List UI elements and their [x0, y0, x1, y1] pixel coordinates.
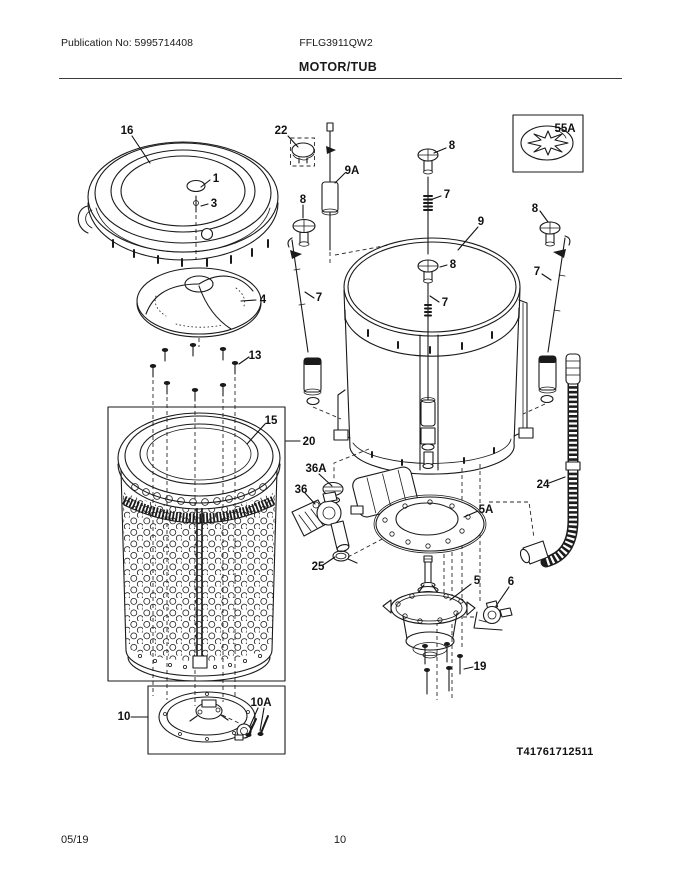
page-title: MOTOR/TUB — [298, 60, 378, 74]
pump-body-36 — [291, 491, 350, 553]
screw-glyphs — [149, 343, 239, 402]
cap-8-right — [539, 221, 561, 247]
part-callout-36: 36 — [295, 484, 308, 496]
part-callout-3: 3 — [211, 198, 217, 210]
part-callout-9A: 9A — [345, 165, 360, 177]
tub-center-column — [419, 334, 439, 471]
cap-8-on-tub — [417, 259, 439, 284]
part-callout-6: 6 — [508, 576, 514, 588]
mounting-screws-13-drawing — [149, 343, 239, 402]
washplate-4-drawing — [136, 267, 262, 338]
part-callout-4: 4 — [260, 294, 267, 306]
hose-clamp-25 — [332, 550, 358, 564]
part-callout-5: 5 — [474, 575, 481, 587]
part-callout-20: 20 — [303, 436, 316, 448]
bolts-10a — [245, 715, 269, 737]
callout-leader-lines — [130, 135, 566, 732]
footer-date: 05/19 — [61, 834, 89, 846]
outer-tub-9-drawing — [333, 237, 534, 475]
part-callout-5A: 5A — [479, 504, 494, 516]
drain-hose-24-drawing — [519, 353, 581, 568]
part-callout-7: 7 — [316, 292, 322, 304]
part-callout-10: 10 — [118, 711, 131, 723]
motor-cover-5a-drawing — [350, 466, 487, 554]
part-callout-8: 8 — [532, 203, 539, 215]
drain-pump-36-drawing — [291, 481, 358, 564]
drive-hub-part — [189, 699, 229, 722]
cap-22-drawing — [291, 142, 315, 164]
part-callout-36A: 36A — [305, 463, 326, 475]
valve-6-drawing — [473, 600, 513, 631]
part-callout-25: 25 — [312, 561, 325, 573]
suspension-rod-9a-drawing — [321, 122, 339, 251]
rod-7-left — [287, 237, 322, 406]
basket-box-20 — [107, 406, 286, 682]
star-washer-55a-box — [512, 114, 584, 173]
part-callout-22: 22 — [275, 125, 288, 137]
part-callout-8: 8 — [449, 140, 456, 152]
part-callout-13: 13 — [249, 350, 262, 362]
cap-8-top-middle — [417, 148, 439, 175]
part-callout-8: 8 — [450, 259, 457, 271]
rod-7-right — [538, 235, 571, 404]
rod-7-in-tub — [424, 282, 432, 401]
cap-8-left — [292, 218, 316, 247]
tub-cover-16-drawing — [77, 141, 279, 267]
balance-ring-15-drawing — [117, 412, 281, 510]
part-callout-9: 9 — [478, 216, 484, 228]
header-rule — [59, 78, 622, 79]
hub-bolt-part — [234, 723, 252, 741]
tub-hanger-brackets — [333, 299, 534, 441]
gearcase-5-drawing — [382, 555, 476, 659]
part-callout-16: 16 — [121, 125, 134, 137]
part-callout-7: 7 — [444, 189, 450, 201]
part-callout-8: 8 — [300, 194, 307, 206]
diagram-id-code: T41761712511 — [516, 746, 593, 758]
part-callout-24: 24 — [537, 479, 550, 491]
publication-number: Publication No: 5995714408 — [61, 37, 193, 49]
part-callout-15: 15 — [265, 415, 278, 427]
part-callout-19: 19 — [474, 661, 487, 673]
part-callout-7: 7 — [442, 297, 448, 309]
bolts-19-drawing — [422, 642, 463, 695]
basket-drum-drawing — [120, 469, 278, 682]
part-callout-1: 1 — [213, 173, 220, 185]
part-callout-7: 7 — [534, 266, 540, 278]
part-callout-55A: 55A — [554, 123, 575, 135]
part-callout-10A: 10A — [250, 697, 271, 709]
hub-box-10 — [147, 685, 286, 755]
suspension-caps-8-drawing — [292, 148, 561, 284]
model-number: FFLG3911QW2 — [299, 37, 373, 49]
footer-page-number: 10 — [333, 834, 347, 846]
